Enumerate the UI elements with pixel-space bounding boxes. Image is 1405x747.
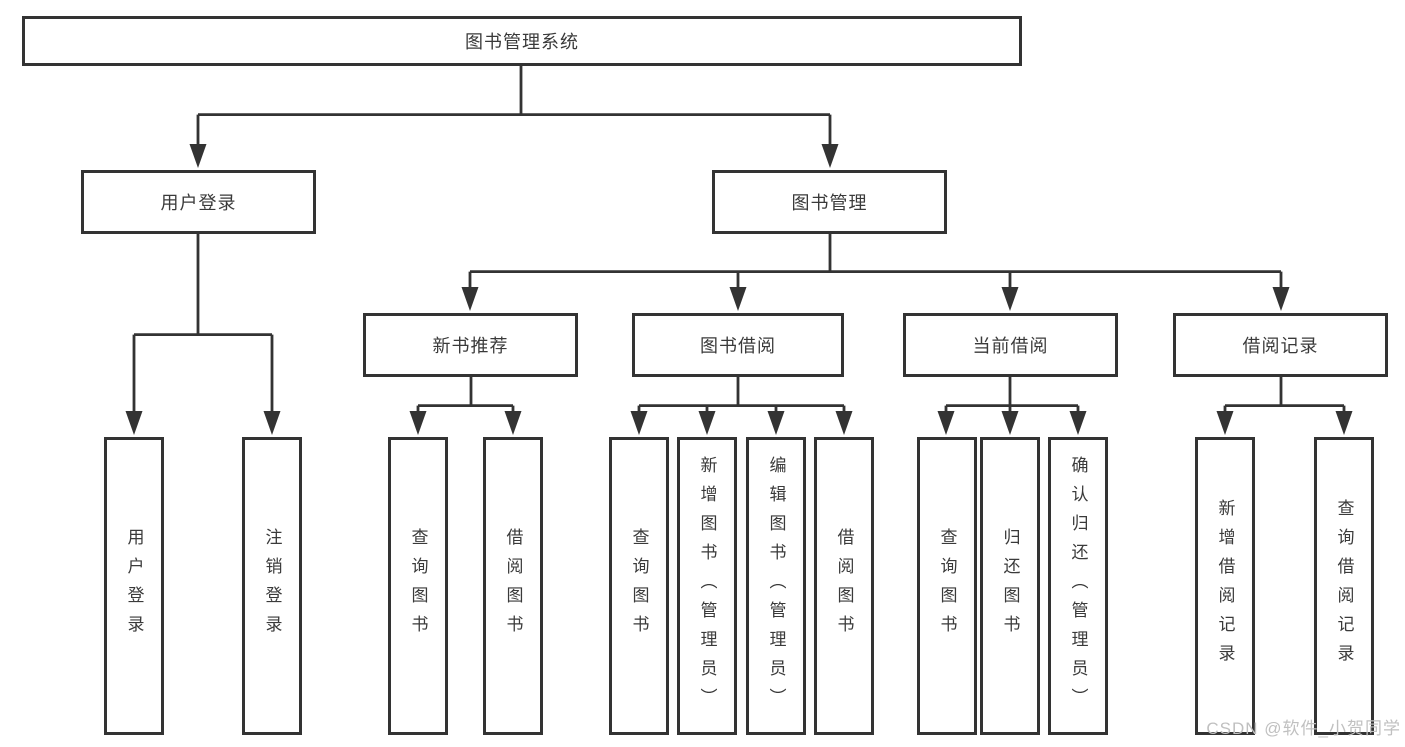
arrow-records — [1272, 287, 1290, 311]
arrow-leaf-cb-return — [1001, 411, 1019, 435]
leaf-label: 用户登录 — [124, 528, 144, 644]
node-user-login: 用户登录 — [81, 170, 316, 234]
arrow-leaf-bb-add — [698, 411, 716, 435]
arrow-borrow — [729, 287, 747, 311]
arrow-login — [189, 144, 207, 168]
leaf-search-borrow-record: 查询借阅记录 — [1314, 437, 1374, 735]
edge-newbook-bar — [416, 404, 515, 414]
node-label: 图书管理 — [791, 193, 868, 213]
arrow-current — [1001, 287, 1019, 311]
arrow-leaf-nb-borrow — [504, 411, 522, 435]
leaf-search-books-current: 查询图书 — [917, 437, 977, 735]
node-label: 用户登录 — [160, 193, 237, 213]
leaf-logout: 注销登录 — [242, 437, 302, 735]
edge-current-bar — [944, 404, 1080, 414]
node-book-management: 图书管理 — [712, 170, 947, 234]
node-label: 新书推荐 — [432, 336, 509, 356]
leaf-add-books-admin: 新增图书（管理员） — [677, 437, 737, 735]
node-label: 图书管理系统 — [465, 32, 579, 52]
leaf-search-books-borrowing: 查询图书 — [609, 437, 669, 735]
leaf-label: 借阅图书 — [834, 528, 854, 644]
arrow-leaf-bb-edit — [767, 411, 785, 435]
node-current-borrowing: 当前借阅 — [903, 313, 1118, 377]
arrow-leaf-logout — [263, 411, 281, 435]
arrow-mgmt — [821, 144, 839, 168]
leaf-label: 归还图书 — [1000, 528, 1020, 644]
edge-root-bar — [196, 113, 832, 148]
arrow-leaf-cb-search — [937, 411, 955, 435]
node-label: 图书借阅 — [700, 336, 776, 356]
node-library-management-system: 图书管理系统 — [22, 16, 1022, 66]
arrow-leaf-bb-search — [630, 411, 648, 435]
leaf-label: 查询图书 — [937, 528, 957, 644]
arrow-newbook — [461, 287, 479, 311]
leaf-user-login: 用户登录 — [104, 437, 164, 735]
node-label: 当前借阅 — [972, 336, 1049, 356]
csdn-watermark: CSDN @软件_小贺同学 — [1206, 719, 1401, 738]
leaf-label: 注销登录 — [262, 528, 282, 644]
leaf-search-books-newbook: 查询图书 — [388, 437, 448, 735]
leaf-label: 查询图书 — [408, 528, 428, 644]
node-new-book-recommendation: 新书推荐 — [363, 313, 578, 377]
arrow-leaf-userlogin — [125, 411, 143, 435]
edge-login-bar — [132, 333, 274, 414]
node-borrowing-records: 借阅记录 — [1173, 313, 1388, 377]
node-book-borrowing: 图书借阅 — [632, 313, 844, 377]
edge-records-bar — [1223, 404, 1346, 414]
leaf-label: 新增借阅记录 — [1215, 499, 1235, 673]
leaf-confirm-return-admin: 确认归还（管理员） — [1048, 437, 1108, 735]
leaf-label: 查询图书 — [629, 528, 649, 644]
leaf-edit-books-admin: 编辑图书（管理员） — [746, 437, 806, 735]
leaf-borrow-books-borrowing: 借阅图书 — [814, 437, 874, 735]
node-label: 借阅记录 — [1242, 336, 1319, 356]
arrow-leaf-br-search — [1335, 411, 1353, 435]
edge-borrow-bar — [637, 404, 846, 414]
arrow-leaf-nb-search — [409, 411, 427, 435]
arrow-leaf-cb-confirm — [1069, 411, 1087, 435]
arrow-leaf-br-add — [1216, 411, 1234, 435]
leaf-label: 新增图书（管理员） — [697, 455, 717, 717]
leaf-add-borrow-record: 新增借阅记录 — [1195, 437, 1255, 735]
leaf-label: 查询借阅记录 — [1334, 499, 1354, 673]
leaf-label: 借阅图书 — [503, 528, 523, 644]
leaf-borrow-books-newbook: 借阅图书 — [483, 437, 543, 735]
leaf-label: 编辑图书（管理员） — [766, 455, 786, 717]
leaf-return-books: 归还图书 — [980, 437, 1040, 735]
arrow-leaf-bb-borrow — [835, 411, 853, 435]
edge-mgmt-bar — [468, 270, 1283, 290]
leaf-label: 确认归还（管理员） — [1068, 455, 1088, 717]
